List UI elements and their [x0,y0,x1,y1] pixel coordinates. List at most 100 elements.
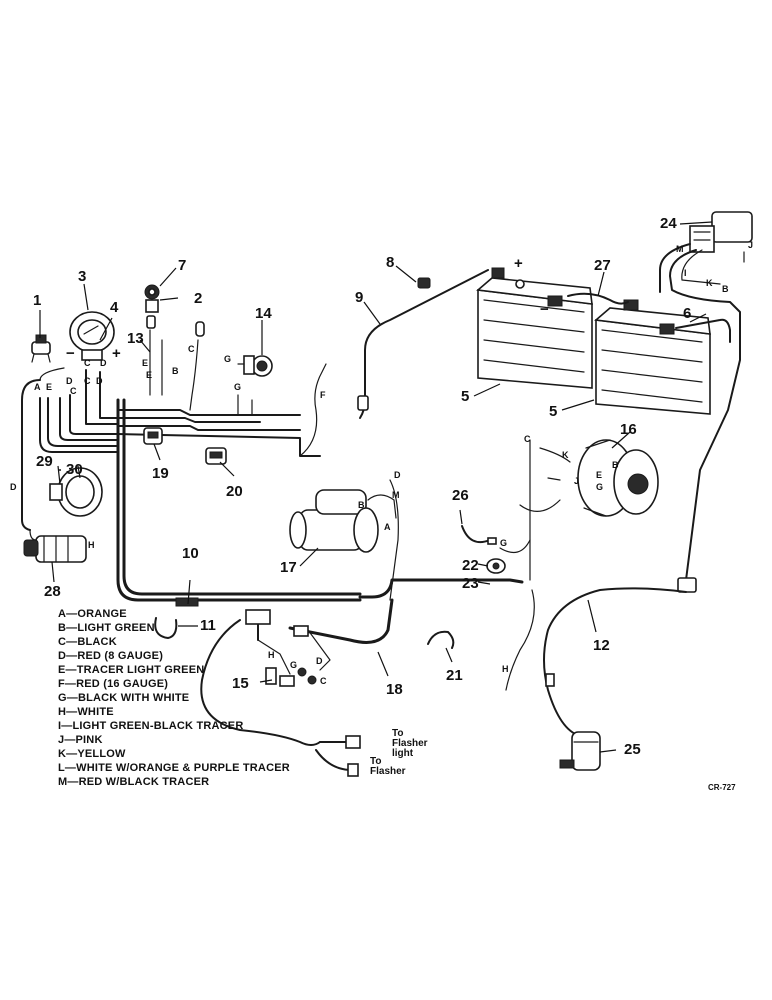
callout-24: 24 [660,215,677,232]
callout-11: 11 [200,617,216,634]
wire-letter: K [562,450,569,460]
gauge-minus-sign: − [66,345,75,362]
callout-18: 18 [386,681,403,698]
leader-lines [39,221,713,753]
legend-item-e: E—TRACER LIGHT GREEN [58,664,205,676]
part-19-clip [143,427,163,445]
wire-letter: G [234,382,241,392]
wire-letter: E [142,358,148,368]
wire-letter: D [394,470,401,480]
part-17-starter [289,489,397,553]
wire-letter: C [84,358,91,368]
callout-9: 9 [355,289,363,306]
callout-21: 21 [446,667,463,684]
callout-28: 28 [44,583,61,600]
part-1-switch [31,334,51,363]
callout-20: 20 [226,483,243,500]
wire-letter: D [96,376,103,386]
to-flasher-1: To [370,756,381,767]
gauge-plus-sign: + [112,345,121,362]
wire-letter: E [146,370,152,380]
callout-29: 29 [36,453,53,470]
wire-letter: C [320,676,327,686]
main-harness [21,363,524,602]
callout-8: 8 [386,254,394,271]
part-8-clip [417,277,431,289]
battery-plus-sign: + [514,255,523,272]
part-14-switch [237,355,273,377]
part-24-regulator [689,211,753,253]
legend-item-a: A—ORANGE [58,608,127,620]
callout-22: 22 [462,557,479,574]
part-26-lead [461,525,497,545]
callout-26: 26 [452,487,469,504]
wire-letter: H [88,540,95,550]
callout-13: 13 [127,330,144,347]
wire-letter: D [66,376,73,386]
callout-14: 14 [255,305,272,322]
part-12-cable [543,587,687,737]
wire-letter: M [392,490,400,500]
legend-item-f: F—RED (16 GAUGE) [58,678,169,690]
part-25-coil [559,731,601,771]
wire-letter: H [268,650,275,660]
legend-item-k: K—YELLOW [58,748,126,760]
callout-5a: 5 [461,388,469,405]
wire-letter: B [358,500,365,510]
wire-letter: B [722,284,729,294]
callout-25: 25 [624,741,641,758]
wire-letter: M [676,244,684,254]
to-flasher-light-1: To [392,728,403,739]
part-3-gauge [69,311,115,361]
wire-letter: G [500,538,507,548]
part-9-cable [364,269,489,401]
battery-left [476,267,593,389]
part-20-clip [205,447,227,465]
callout-30: 30 [66,461,83,478]
callout-2: 2 [194,290,202,307]
part-6-cable [675,318,731,343]
wire-letter: A [34,382,41,392]
legend-item-d: D—RED (8 GAUGE) [58,650,164,662]
to-flasher-2: Flasher [370,766,406,777]
wire-letter: C [524,434,531,444]
callout-27: 27 [594,257,611,274]
part-11-clamp [154,617,178,639]
callout-3: 3 [78,268,86,285]
wire-letter: E [46,382,52,392]
to-flasher-light-3: light [392,748,414,759]
wire-letter: D [10,482,17,492]
legend-item-l: L—WHITE W/ORANGE & PURPLE TRACER [58,762,290,774]
part-15-connector [265,667,317,687]
wire-letter: B [612,460,619,470]
battery-minus-sign: − [540,301,549,318]
wire-letter: J [748,240,753,250]
to-flasher-light-2: Flasher [392,738,428,749]
wire-letter: B [172,366,179,376]
wire-letter: K [706,278,713,288]
callout-17: 17 [280,559,297,576]
legend-item-g: G—BLACK WITH WHITE [58,692,190,704]
callout-10: 10 [182,545,199,562]
callout-6: 6 [683,305,691,322]
callout-16: 16 [620,421,637,438]
figure-code: CR-727 [708,783,736,792]
legend-item-m: M—RED W/BLACK TRACER [58,776,210,788]
part-13-connector [195,321,205,337]
wire-letter: D [100,358,107,368]
legend-item-j: J—PINK [58,734,103,746]
part-30-gauge [49,467,103,517]
legend-item-c: C—BLACK [58,636,117,648]
wire-letter: C [84,376,91,386]
part-22-sender [486,558,506,574]
part-16-alternator [577,439,659,517]
wire-letter: I [684,268,687,278]
legend-item-b: B—LIGHT GREEN [58,622,155,634]
wire-letter: G [224,354,231,364]
part-7-key-switch [144,284,160,329]
wire-letter: G [290,660,297,670]
wire-letter: C [70,386,77,396]
callout-4: 4 [110,299,119,316]
